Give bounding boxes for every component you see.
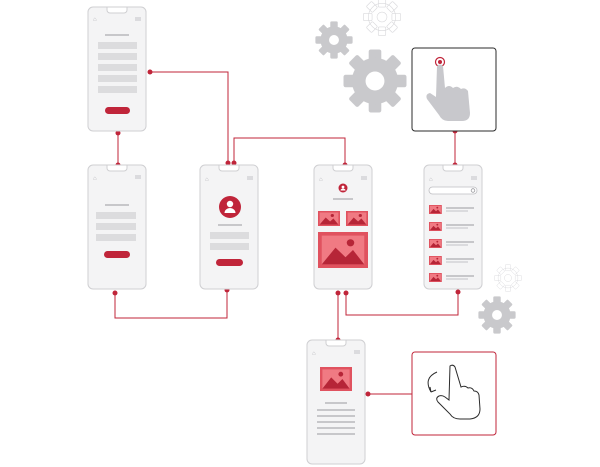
form-field [96, 234, 136, 241]
gear-icon [363, 0, 401, 36]
text-field [210, 243, 249, 250]
connector-gallery-to-list [345, 292, 459, 316]
list-item [429, 222, 474, 231]
form-field [96, 223, 136, 230]
form-field [98, 53, 137, 60]
connector-profile-to-gallery [233, 137, 346, 165]
home-icon: ⌂ [93, 17, 97, 23]
gear-icon [494, 264, 522, 292]
form-field [98, 86, 137, 93]
submit-button [104, 251, 130, 258]
hero-image [318, 232, 368, 268]
gear-icon [315, 21, 353, 59]
image-thumbnail [318, 211, 340, 226]
home-icon: ⌂ [312, 351, 316, 357]
gear-icon [478, 296, 516, 334]
submit-button [105, 107, 130, 114]
list-item [429, 256, 474, 265]
form-field [98, 64, 137, 71]
search-bar [428, 186, 478, 195]
list-item [429, 205, 474, 214]
login-screen: ⌂ [87, 164, 147, 290]
home-icon: ⌂ [429, 177, 433, 183]
connector-login-to-profile [114, 290, 228, 319]
tap-gesture-icon [411, 47, 497, 132]
image-thumbnail [346, 211, 368, 226]
gear-icon [343, 49, 407, 113]
profile-badge [338, 183, 348, 193]
home-icon: ⌂ [319, 177, 323, 183]
detail-screen: ⌂ [306, 339, 366, 465]
home-icon: ⌂ [205, 177, 209, 183]
avatar-icon [219, 196, 241, 218]
swipe-gesture-icon [411, 351, 497, 436]
profile-screen: ⌂ [199, 164, 259, 290]
form-field [98, 75, 137, 82]
form-field [98, 42, 137, 49]
hero-image [320, 367, 352, 391]
connector-form-to-profile [150, 71, 229, 163]
gallery-screen: ⌂ [313, 164, 373, 290]
list-screen: ⌂ [423, 164, 483, 290]
connector-dots [112, 69, 461, 397]
search-icon [470, 188, 476, 193]
flow-connectors [114, 71, 459, 395]
action-button [216, 259, 243, 266]
text-field [210, 232, 249, 239]
list-item [429, 239, 474, 248]
home-icon: ⌂ [93, 176, 97, 182]
form-screen: ⌂ [87, 6, 147, 132]
list-item [429, 273, 474, 282]
form-field [96, 212, 136, 219]
